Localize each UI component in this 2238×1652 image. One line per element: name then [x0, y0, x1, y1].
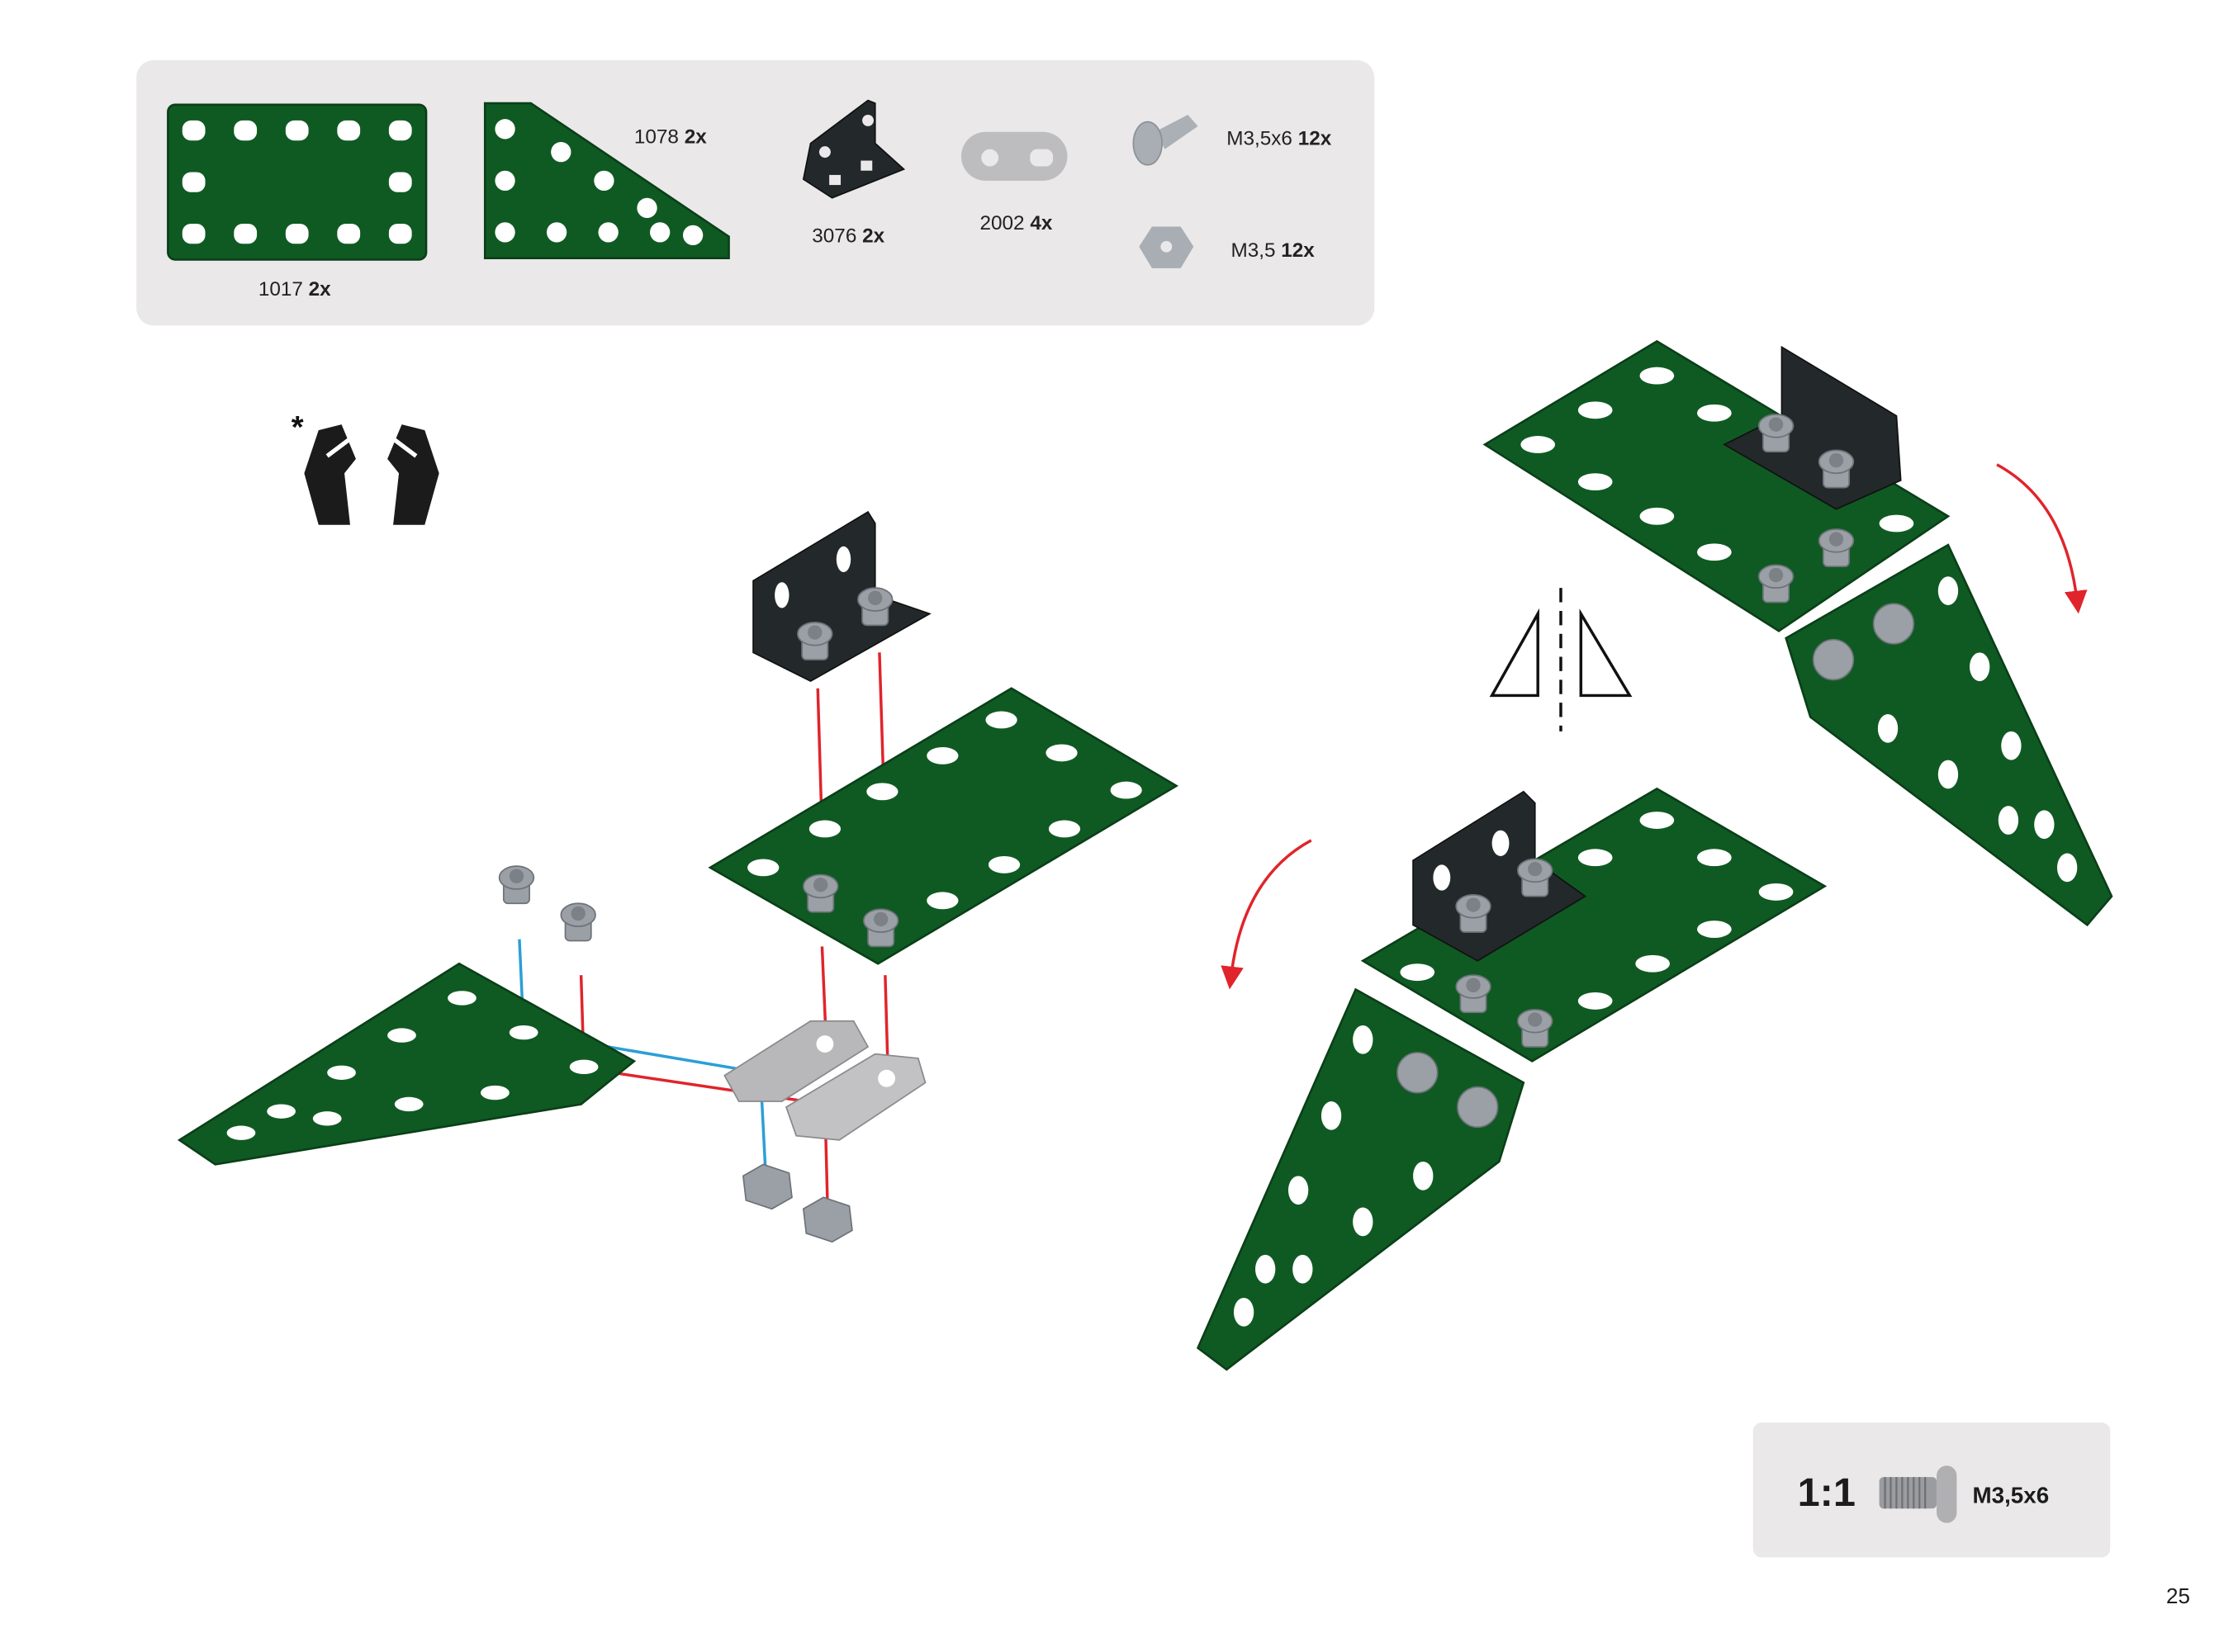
washers-2002 — [723, 1020, 927, 1141]
svg-text:*: * — [292, 409, 304, 445]
screw — [802, 873, 839, 913]
part-2002-washer-icon — [960, 131, 1068, 181]
part-1017-plate-icon — [167, 103, 428, 261]
exploded-assembly-view — [177, 510, 1179, 1243]
two-person-hands-icon: * — [292, 409, 439, 525]
screw — [797, 621, 833, 660]
screw-1to1-icon — [1879, 1465, 1957, 1523]
guide-lines — [518, 652, 890, 1217]
nuts-m35 — [742, 1163, 853, 1243]
scale-ratio: 1:1 — [1798, 1470, 1856, 1515]
part-2002-label: 2002 4x — [980, 212, 1053, 234]
screw — [857, 587, 894, 627]
part-1017-label: 1017 2x — [258, 278, 331, 301]
part-1078-label: 1078 2x — [634, 126, 707, 149]
part-3076-bracket-icon — [802, 99, 906, 199]
triangle-plate-1078 — [177, 962, 637, 1166]
screw — [862, 908, 899, 948]
scale-screw-label: M3,5x6 — [1973, 1482, 2050, 1508]
part-m35-label: M3,5 12x — [1230, 239, 1315, 262]
assembled-view-mirrored — [1196, 787, 1828, 1371]
page-number: 25 — [2166, 1583, 2190, 1608]
part-3076-label: 3076 2x — [812, 225, 884, 248]
nut-m35-icon — [1139, 226, 1194, 268]
scale-reference-box: 1:1 M3,5x6 — [1752, 1422, 2111, 1558]
assembled-view-right — [1482, 339, 2113, 927]
angle-bracket-3076 — [752, 510, 932, 683]
screw-m35x6-icon — [1132, 114, 1198, 166]
screw — [498, 865, 535, 905]
parts-list-panel: 1017 2x 1078 2x 3076 2x 2002 4x M3,5x6 1… — [136, 59, 1375, 326]
part-1078-triangle-icon — [483, 102, 730, 259]
mirror-symmetry-icon — [1489, 588, 1633, 731]
screw — [560, 902, 596, 942]
rectangular-plate-1017 — [708, 687, 1179, 965]
part-m35x6-label: M3,5x6 12x — [1226, 127, 1331, 149]
